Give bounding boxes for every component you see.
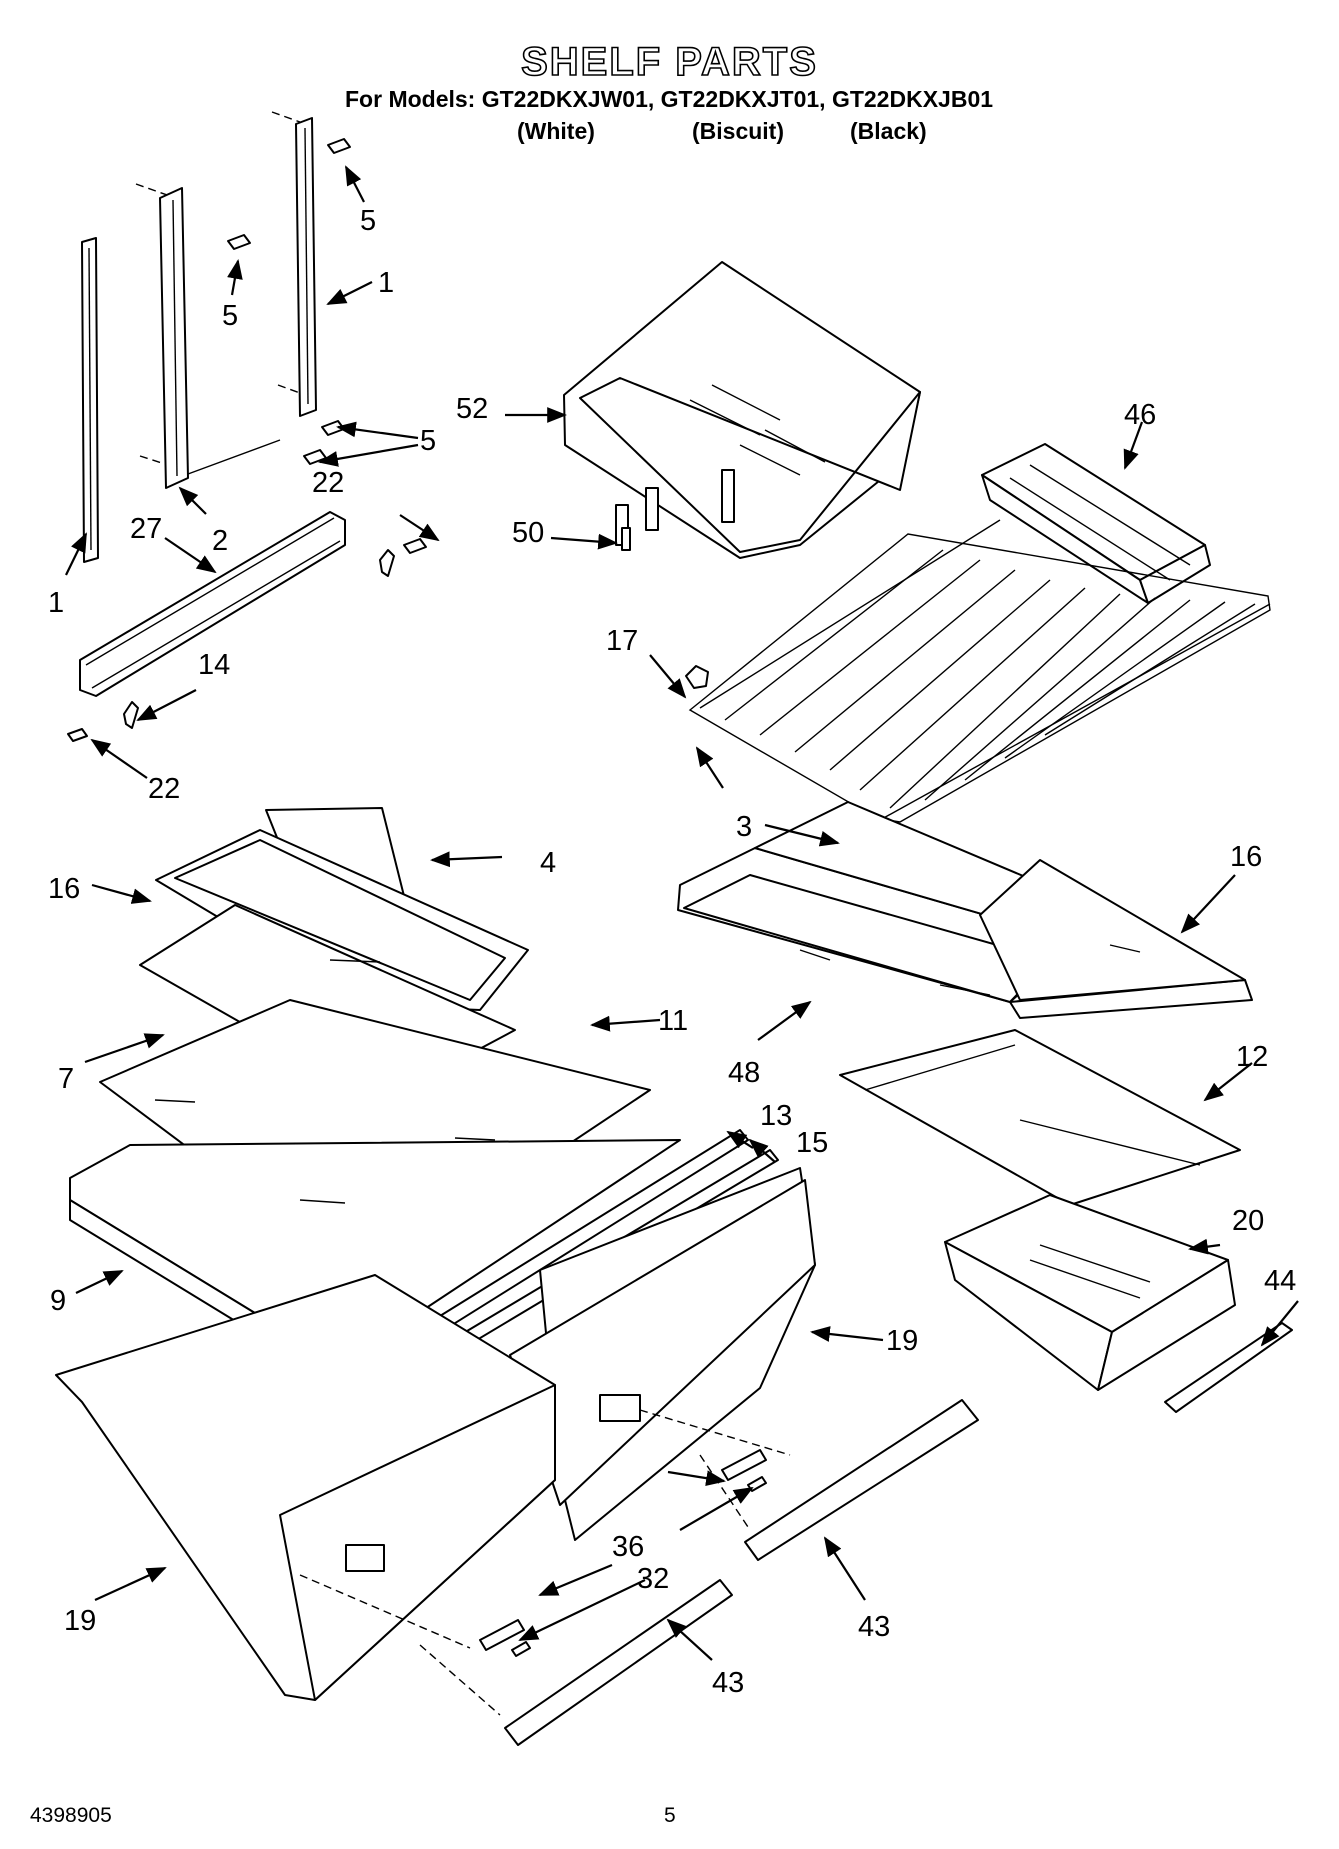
callout-4: 4 [540, 847, 556, 879]
callout-13: 13 [760, 1100, 792, 1132]
color-label-black: (Black) [850, 118, 927, 144]
right-shelves [677, 801, 1253, 1206]
callout-16-left: 16 [48, 873, 80, 905]
page-number: 5 [664, 1804, 676, 1827]
callout-19-left: 19 [64, 1605, 96, 1637]
callout-46: 46 [1124, 399, 1156, 431]
callout-5-left: 5 [222, 300, 238, 332]
callout-2: 2 [212, 525, 228, 557]
color-label-white: (White) [517, 118, 595, 144]
shelf-rails [67, 111, 427, 742]
callout-5-top-right: 5 [360, 205, 376, 237]
color-label-biscuit: (Biscuit) [692, 118, 784, 144]
callout-14: 14 [198, 649, 230, 681]
callout-22-lower: 22 [148, 773, 180, 805]
callout-15: 15 [796, 1127, 828, 1159]
shelf-support-bracket [79, 511, 395, 729]
document-number: 4398905 [30, 1804, 112, 1827]
callout-50: 50 [512, 517, 544, 549]
callout-32: 32 [637, 1563, 669, 1595]
callout-labels: 5 5 1 5 22 27 2 1 14 22 52 50 46 17 3 4 … [48, 205, 1296, 1699]
callout-7: 7 [58, 1063, 74, 1095]
callout-1-left: 1 [48, 587, 64, 619]
callout-52: 52 [456, 393, 488, 425]
ice-cube-tray [981, 443, 1211, 604]
callout-3: 3 [736, 811, 752, 843]
callout-44: 44 [1264, 1265, 1296, 1297]
callout-12: 12 [1236, 1041, 1268, 1073]
callout-22-upper: 22 [312, 467, 344, 499]
callout-48: 48 [728, 1057, 760, 1089]
callout-9: 9 [50, 1285, 66, 1317]
page-title: SHELF PARTS [520, 39, 818, 85]
callout-19-right: 19 [886, 1325, 918, 1357]
callout-17: 17 [606, 625, 638, 657]
callout-43-bottom: 43 [712, 1667, 744, 1699]
wire-shelf [685, 519, 1271, 855]
ice-bin-support [563, 261, 921, 559]
callout-arrows [65, 165, 1299, 1661]
callout-36: 36 [612, 1531, 644, 1563]
callout-1-right: 1 [378, 267, 394, 299]
meat-drawer [944, 1194, 1293, 1413]
callout-5-mid: 5 [420, 425, 436, 457]
callout-43-right: 43 [858, 1611, 890, 1643]
callout-20: 20 [1232, 1205, 1264, 1237]
callout-27: 27 [130, 513, 162, 545]
callout-11: 11 [658, 1005, 688, 1037]
crisper-drawers [55, 1167, 816, 1701]
callout-16-right: 16 [1230, 841, 1262, 873]
model-list: For Models: GT22DKXJW01, GT22DKXJT01, GT… [345, 86, 994, 112]
